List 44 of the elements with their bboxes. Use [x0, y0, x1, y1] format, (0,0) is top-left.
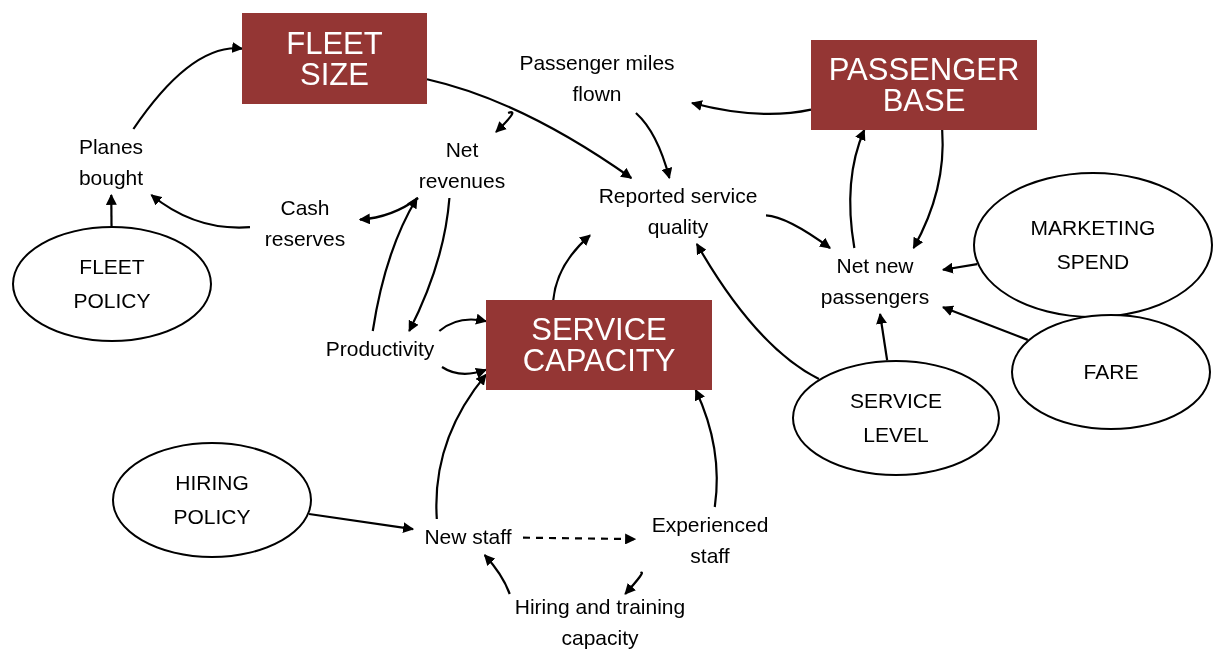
arrow [435, 373, 487, 520]
arrow [912, 129, 944, 249]
arrow [694, 389, 718, 508]
input-ellipse: HIRING POLICY [112, 442, 312, 558]
arrow [941, 262, 978, 274]
arrow [695, 243, 820, 380]
variable-label: Reported service quality [590, 178, 766, 244]
arrow [132, 42, 244, 130]
variable-label: Planes bought [63, 129, 159, 195]
variable-label: Productivity [312, 331, 448, 367]
arrow [635, 112, 673, 180]
input-ellipse: SERVICE LEVEL [792, 360, 1000, 476]
arrow [523, 533, 637, 545]
variable-label: Passenger miles flown [502, 43, 692, 113]
variable-label: Experienced staff [635, 507, 785, 573]
arrow [876, 312, 889, 361]
arrow [941, 305, 1029, 341]
variable-label: Hiring and training capacity [485, 594, 715, 650]
input-ellipse: MARKETING SPEND [973, 172, 1213, 318]
arrow [358, 197, 419, 225]
variable-label: Net new passengers [807, 248, 943, 314]
arrow [483, 554, 511, 595]
arrow [495, 111, 514, 133]
arrow [308, 512, 415, 534]
variable-label: Cash reserves [250, 190, 360, 256]
arrow [690, 100, 812, 115]
arrow [849, 129, 866, 249]
variable-label: Net revenues [404, 132, 520, 198]
arrow [438, 313, 488, 332]
arrow [371, 197, 418, 332]
arrow [624, 572, 643, 595]
input-ellipse: FARE [1011, 314, 1211, 430]
stock-box: FLEET SIZE [242, 13, 427, 104]
stock-box: PASSENGER BASE [811, 40, 1037, 130]
arrow [105, 193, 117, 226]
variable-label: New staff [413, 519, 523, 555]
arrow [150, 194, 251, 229]
arrow [765, 214, 831, 249]
arrow [426, 78, 633, 179]
arrow [552, 234, 591, 301]
stock-box: SERVICE CAPACITY [486, 300, 712, 390]
input-ellipse: FLEET POLICY [12, 226, 212, 342]
arrow [408, 197, 451, 332]
arrow [441, 366, 488, 379]
